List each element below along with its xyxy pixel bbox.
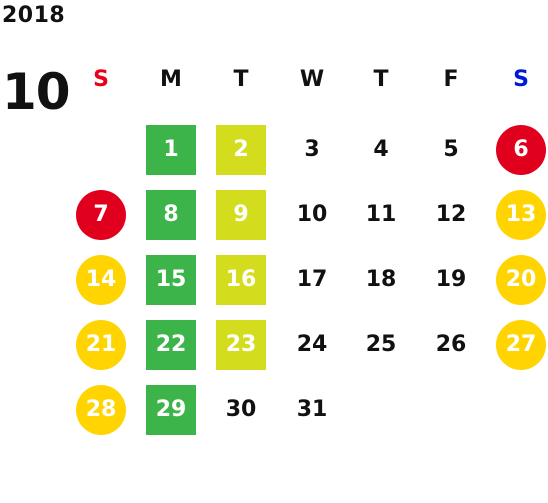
day-cell-12[interactable]: 12 [435,202,467,227]
weekday-header-sunday: S [93,67,109,92]
day-cell-17[interactable]: 17 [296,267,328,292]
weekday-header-wednesday: W [299,67,325,92]
day-cell-2[interactable]: 2 [216,125,266,175]
day-cell-16[interactable]: 16 [216,255,266,305]
day-cell-4[interactable]: 4 [373,137,389,162]
day-cell-23[interactable]: 23 [216,320,266,370]
month-number: 10 [2,63,71,121]
weekday-header-monday: M [160,67,182,92]
day-cell-3[interactable]: 3 [304,137,320,162]
day-cell-5[interactable]: 5 [443,137,459,162]
day-cell-11[interactable]: 11 [365,202,397,227]
day-cell-25[interactable]: 25 [365,332,397,357]
weekday-header-friday: F [443,67,459,92]
day-cell-20[interactable]: 20 [496,255,546,305]
day-cell-19[interactable]: 19 [435,267,467,292]
day-cell-1[interactable]: 1 [146,125,196,175]
day-cell-28[interactable]: 28 [76,385,126,435]
day-cell-18[interactable]: 18 [365,267,397,292]
day-cell-30[interactable]: 30 [225,397,257,422]
day-cell-8[interactable]: 8 [146,190,196,240]
day-cell-27[interactable]: 27 [496,320,546,370]
day-cell-9[interactable]: 9 [216,190,266,240]
day-cell-24[interactable]: 24 [296,332,328,357]
day-cell-15[interactable]: 15 [146,255,196,305]
day-cell-21[interactable]: 21 [76,320,126,370]
day-cell-10[interactable]: 10 [296,202,328,227]
day-cell-22[interactable]: 22 [146,320,196,370]
weekday-header-thursday: T [373,67,389,92]
day-cell-7[interactable]: 7 [76,190,126,240]
day-cell-14[interactable]: 14 [76,255,126,305]
day-cell-31[interactable]: 31 [296,397,328,422]
day-cell-26[interactable]: 26 [435,332,467,357]
day-cell-6[interactable]: 6 [496,125,546,175]
weekday-header-tuesday: T [233,67,249,92]
weekday-header-saturday: S [513,67,529,92]
day-cell-13[interactable]: 13 [496,190,546,240]
day-cell-29[interactable]: 29 [146,385,196,435]
year-label: 2018 [2,3,66,28]
